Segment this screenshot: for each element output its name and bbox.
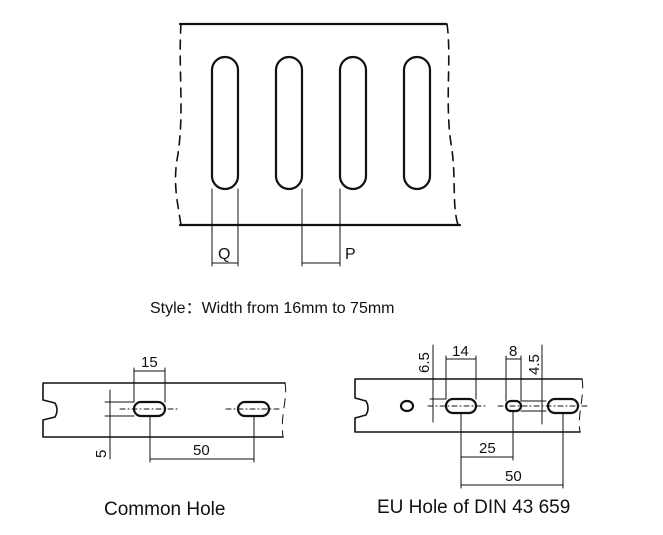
dim-50-label: 50 bbox=[193, 442, 210, 459]
dim-25-label: 25 bbox=[479, 440, 496, 457]
dim-eu-50-label: 50 bbox=[505, 468, 522, 485]
dim-14-label: 14 bbox=[452, 343, 469, 360]
dim-p-label: P bbox=[345, 246, 356, 263]
dim-8-label: 8 bbox=[509, 343, 517, 360]
dim-5-label: 5 bbox=[93, 450, 110, 458]
dim-15-label: 15 bbox=[141, 354, 158, 371]
dim-4-5-label: 4.5 bbox=[526, 354, 543, 375]
top-view-right-break-line bbox=[446, 23, 459, 226]
eu-hole-strip-outline bbox=[354, 378, 583, 433]
common-hole-right-break bbox=[281, 382, 287, 438]
eu-hole-round-hole bbox=[399, 399, 415, 413]
common-hole-view: 15 5 50 Common Hole bbox=[42, 354, 287, 520]
top-view-left-break-line bbox=[174, 23, 182, 226]
common-hole-caption: Common Hole bbox=[104, 499, 225, 520]
top-view-slot-4 bbox=[402, 55, 432, 191]
top-view-slot-2 bbox=[274, 55, 304, 191]
eu-hole-view: 6.5 14 8 4.5 25 50 EU Hole of DIN 43 659 bbox=[354, 343, 591, 518]
style-caption: Style：Width from 16mm to 75mm bbox=[150, 300, 395, 317]
top-view-slot-3 bbox=[338, 55, 368, 191]
top-view-slot-1 bbox=[210, 55, 240, 191]
common-hole-strip-outline bbox=[42, 382, 286, 438]
dim-q-label: Q bbox=[218, 246, 230, 263]
dim-6-5-label: 6.5 bbox=[416, 352, 433, 373]
top-view: Q P Style：Width from 16mm to 75mm bbox=[150, 22, 462, 317]
eu-hole-caption: EU Hole of DIN 43 659 bbox=[377, 497, 570, 518]
eu-hole-right-break bbox=[578, 378, 584, 433]
